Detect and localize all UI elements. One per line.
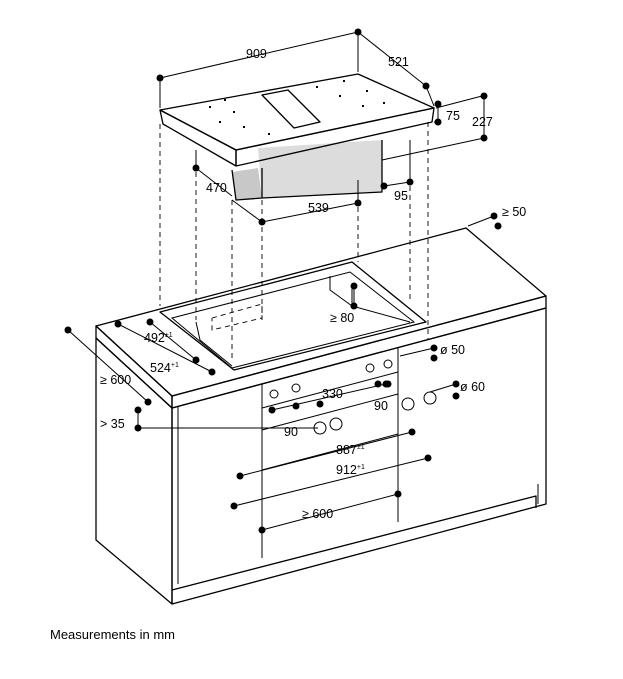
- label-521: 521: [388, 55, 409, 69]
- label-worktop-depth: ≥ 600: [100, 373, 131, 387]
- label-470: 470: [206, 181, 227, 195]
- label-887: 887±1: [336, 443, 365, 457]
- label-vent-dia-small: ø 50: [440, 343, 465, 357]
- dimension-lines-cabinet: [64, 282, 460, 534]
- dimension-lines-top: [156, 28, 502, 230]
- label-95: 95: [394, 189, 408, 203]
- vent-holes: [269, 359, 437, 435]
- label-330: 330: [322, 387, 343, 401]
- label-524: 524+1: [150, 361, 179, 375]
- measurement-unit-note: Measurements in mm: [50, 627, 175, 642]
- label-75: 75: [446, 109, 460, 123]
- label-cabinet-width: ≥ 600: [302, 507, 333, 521]
- label-90-right: 90: [374, 399, 388, 413]
- label-909: 909: [246, 47, 267, 61]
- label-227: 227: [472, 115, 493, 129]
- label-492: 492±1: [144, 331, 173, 345]
- label-vent-dia-large: ø 60: [460, 380, 485, 394]
- label-front-gap: > 35: [100, 417, 125, 431]
- label-90-left: 90: [284, 425, 298, 439]
- dimension-labels: 909 521 75 227 470 539 95 ≥ 50 492±1 524…: [100, 47, 526, 521]
- label-side-clearance: ≥ 80: [330, 311, 354, 325]
- label-539: 539: [308, 201, 329, 215]
- label-rear-clearance: ≥ 50: [502, 205, 526, 219]
- cabinet-drawing: [95, 227, 547, 605]
- cooktop-drawing: [159, 73, 435, 201]
- label-912: 912+1: [336, 463, 365, 477]
